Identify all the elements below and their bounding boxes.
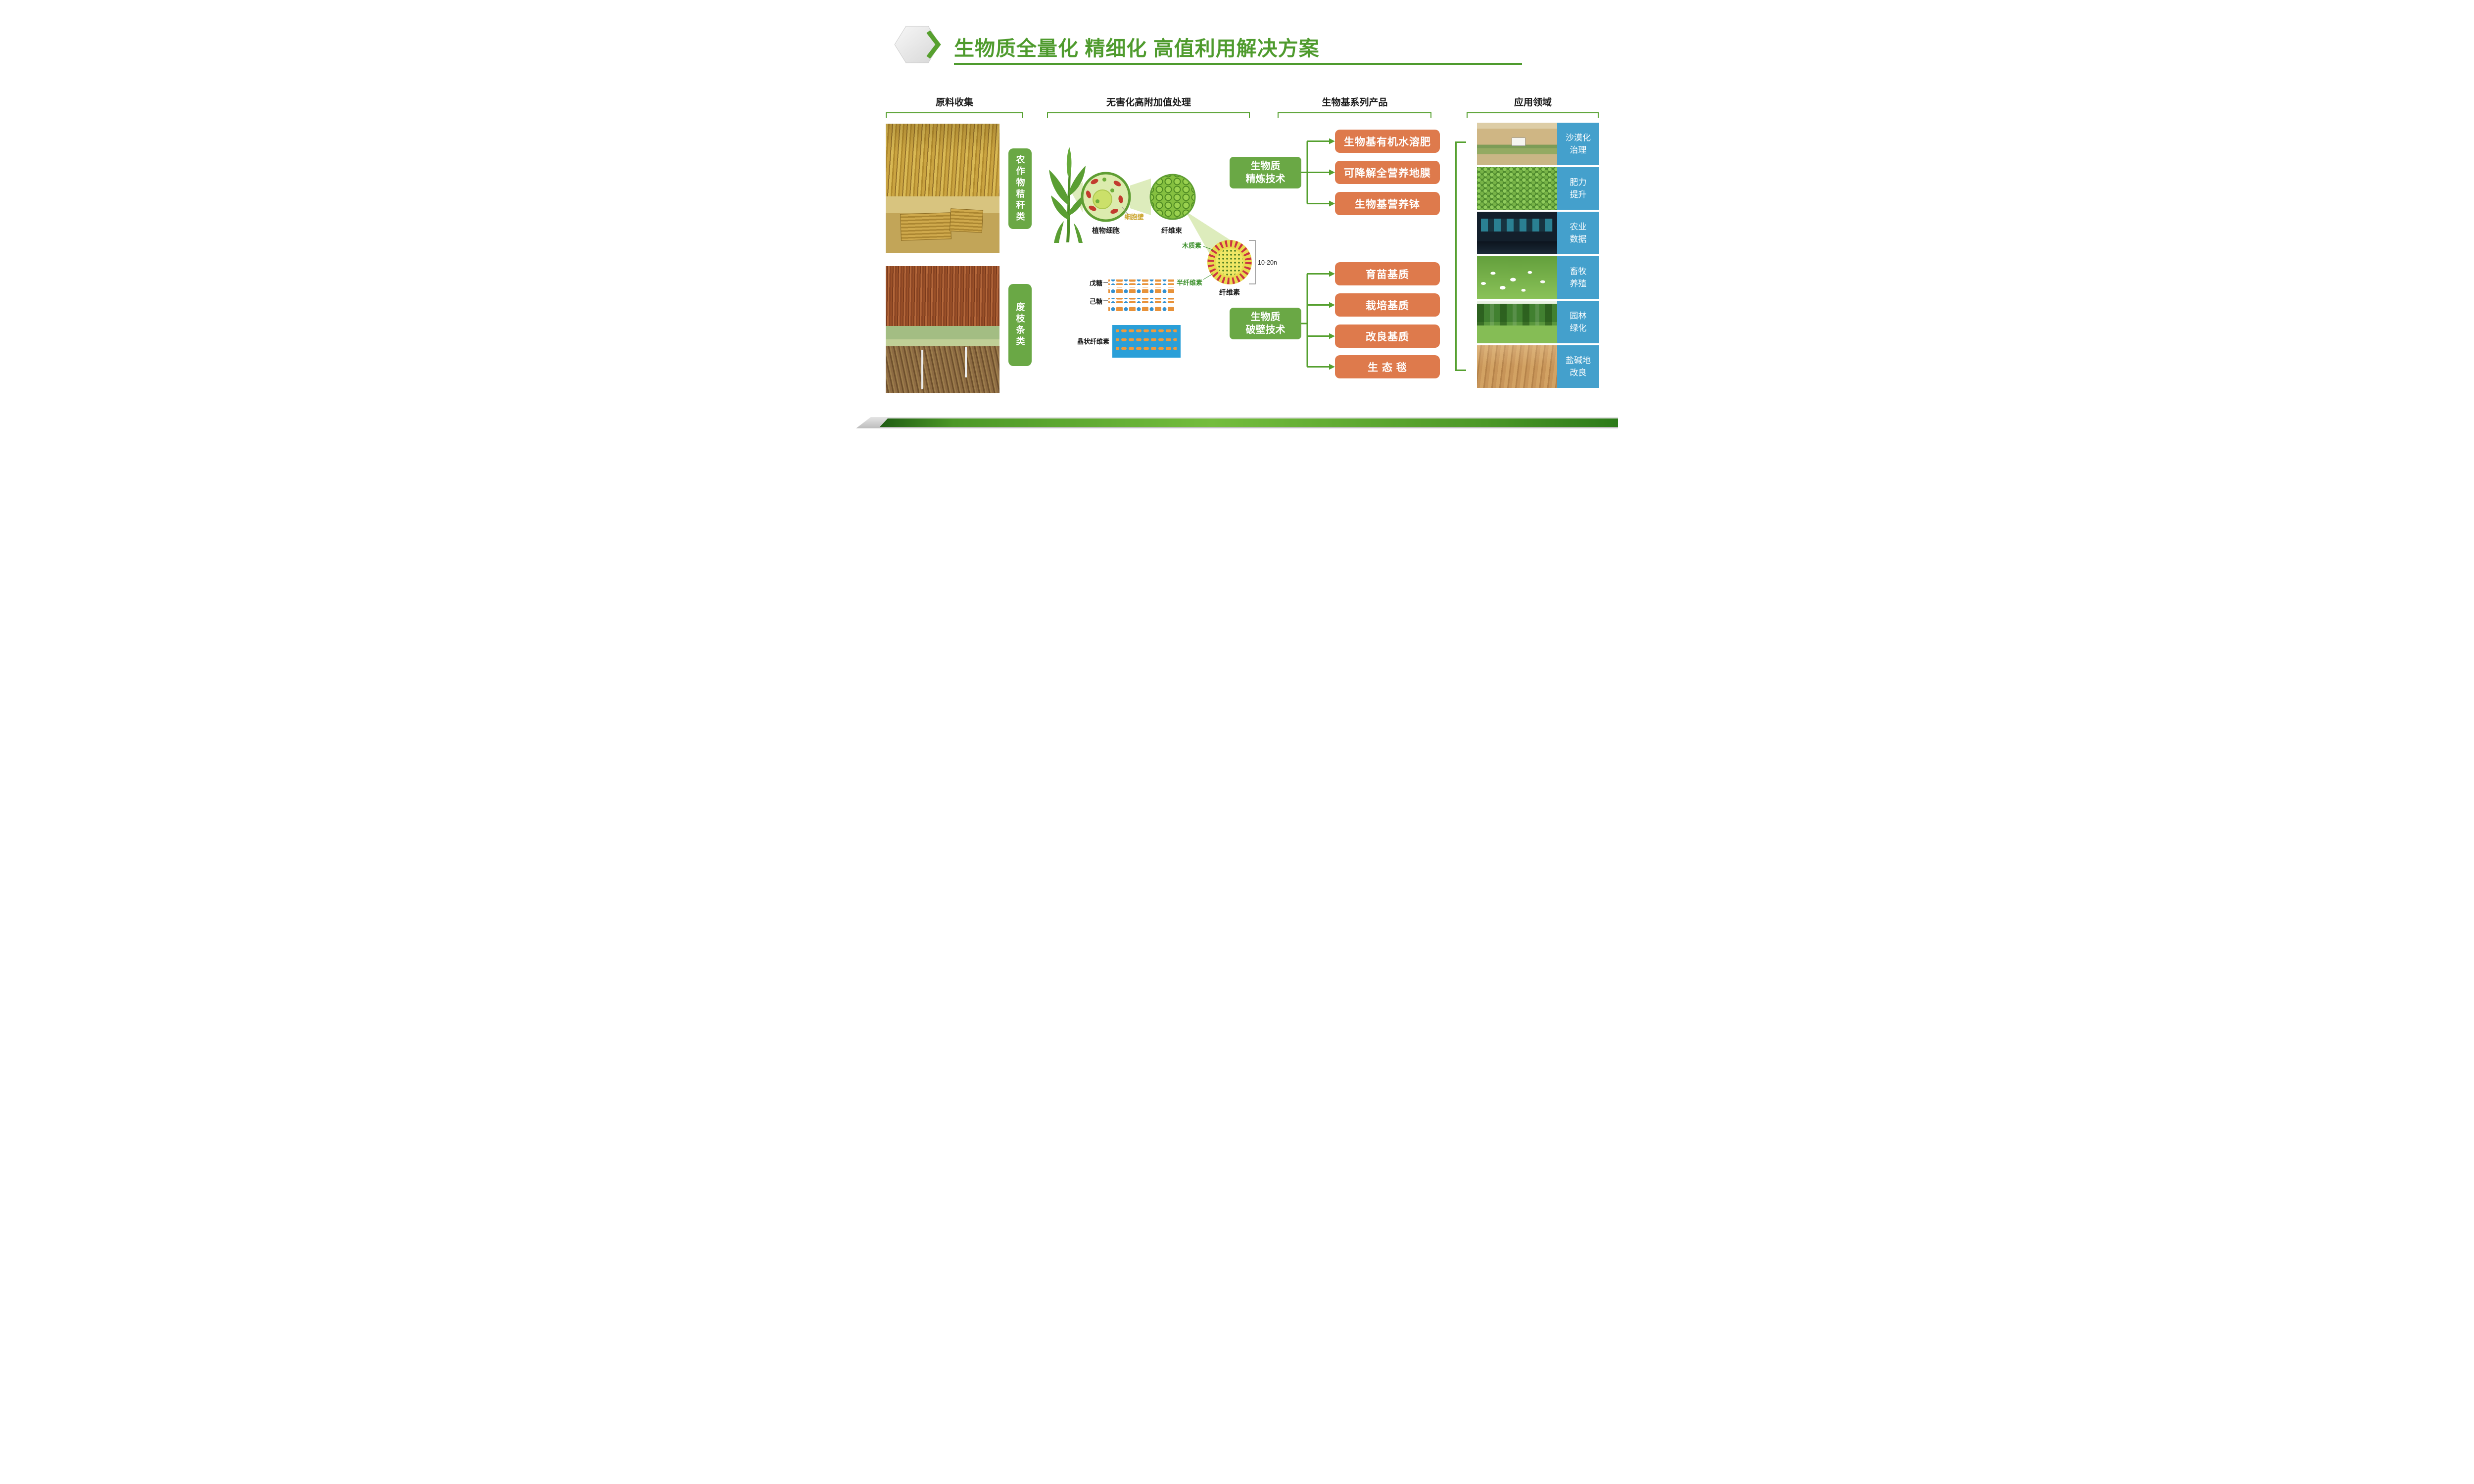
trellis-pole [921,350,923,389]
cell-wall-pointer-line [1122,207,1129,215]
label-waste-branches-category: 废枝条类 [1008,284,1032,366]
app-row-agri-data: 农业 数据 [1477,212,1599,254]
app-label-line: 农业 [1570,222,1587,232]
field-sign [1512,138,1525,146]
app-label-line: 园林 [1570,311,1587,321]
app-row-saline-soil: 盐碱地 改良 [1477,345,1599,388]
app-label-line: 绿化 [1570,324,1587,333]
photo-red-twigs [886,266,999,326]
bracket-collection [886,112,1023,118]
photo-desertification-control [1477,123,1557,165]
product-box-degradable-mulch-film: 可降解全营养地膜 [1335,161,1440,184]
hemicellulose-pointer-line [1203,273,1214,280]
tech-refining-line2: 精炼技术 [1245,174,1285,185]
label-hexose: 己糖 [1090,298,1102,305]
app-label-line: 盐碱地 [1566,355,1591,365]
app-label-line: 沙漠化 [1566,133,1591,142]
straw-bale [949,208,984,233]
beam-cell-to-bundle [1130,179,1151,215]
title-underline [954,63,1522,65]
trellis-pole [965,347,967,377]
pentose-chain [1108,287,1175,293]
page-title: 生物质全量化 精细化 高值利用解决方案 [954,37,1320,60]
column-header-collection: 原料收集 [935,97,973,108]
product-box-seedling-substrate: 育苗基质 [1335,262,1440,285]
label-crop-straw-category: 农作物秸秆类 [1008,148,1032,229]
cellulose-chain [1116,347,1177,351]
label-plant-cell: 植物细胞 [1092,227,1120,234]
label-crystalline-cellulose: 晶状纤维素 [1077,338,1109,345]
bracket-applications [1467,112,1599,118]
tree-canopy [1477,304,1557,325]
column-header-products: 生物基系列产品 [1322,97,1388,108]
app-row-livestock: 畜牧 养殖 [1477,256,1599,299]
label-fiber-bundle: 纤维束 [1161,227,1183,234]
app-label-line: 数据 [1570,234,1587,244]
tech-box-wall-breaking: 生物质 破壁技术 [1230,308,1301,339]
photo-straw-bales [886,196,999,253]
products-to-applications-bracket [1455,141,1466,371]
photo-sheep-pasture [1477,256,1557,299]
cellulose-chain [1116,338,1177,342]
product-box-cultivation-substrate: 栽培基质 [1335,293,1440,317]
photo-data-control-room [1477,212,1557,254]
photo-garden-trees [1477,301,1557,343]
slide: 生物质全量化 精细化 高值利用解决方案 原料收集 无害化高附加值处理 生物基系列… [856,0,1618,428]
product-connectors [1301,138,1335,370]
scale-dimension-bracket [1249,240,1256,284]
tech-refining-line1: 生物质 [1250,161,1281,172]
app-label-line: 治理 [1570,145,1587,155]
cellulose-chain [1116,329,1177,333]
app-label-landscaping: 园林 绿化 [1557,301,1599,343]
app-label-desertification: 沙漠化 治理 [1557,123,1599,165]
console-desks [1477,241,1557,254]
straw-bale [900,212,952,241]
app-label-fertility: 肥力 提升 [1557,167,1599,210]
fiber-bundle-illustration [1149,174,1196,220]
app-label-line: 肥力 [1570,177,1587,187]
data-screen [1481,219,1553,232]
pentose-chain [1108,279,1175,285]
app-label-livestock: 畜牧 养殖 [1557,256,1599,299]
app-label-line: 养殖 [1570,279,1587,288]
hexagon-logo-icon [894,26,941,63]
photo-pruned-branches [886,326,999,393]
column-header-applications: 应用领域 [1514,97,1552,108]
label-hemicellulose: 半纤维素 [1177,279,1202,286]
processing-diagram: 植物细胞 细胞壁 纤维束 木质素 半纤维素 纤维素 10-20nm 戊糖 己糖 … [1049,147,1277,358]
label-cell-wall: 细胞壁 [1124,213,1143,221]
app-label-line: 提升 [1570,190,1587,199]
arrow-heads [1329,138,1335,370]
label-fiber-scale: 10-20nm [1258,259,1277,266]
photo-vegetable-field [1477,167,1557,210]
bracket-processing [1047,112,1250,118]
photo-saline-soil [1477,345,1557,388]
product-box-nutrition-pot: 生物基营养钵 [1335,192,1440,215]
tech-breaking-line2: 破壁技术 [1245,325,1285,335]
fiber-cross-section [1207,240,1252,284]
app-label-line: 改良 [1570,368,1587,377]
lignin-pointer-line [1203,246,1213,250]
label-lignin: 木质素 [1182,242,1201,249]
column-header-processing: 无害化高附加值处理 [1106,97,1191,108]
photo-corn-stalks [886,124,999,196]
label-pentose: 戊糖 [1089,279,1102,287]
app-row-desertification: 沙漠化 治理 [1477,123,1599,165]
app-row-landscaping: 园林 绿化 [1477,301,1599,343]
product-box-improved-substrate: 改良基质 [1335,325,1440,348]
app-label-line: 畜牧 [1570,266,1587,276]
tech-box-refining: 生物质 精炼技术 [1230,157,1301,188]
app-row-fertility: 肥力 提升 [1477,167,1599,210]
product-box-water-soluble-fertilizer: 生物基有机水溶肥 [1335,130,1440,153]
label-cellulose: 纤维素 [1219,288,1240,296]
product-box-ecological-blanket: 生 态 毯 [1335,355,1440,378]
tech-breaking-line1: 生物质 [1250,312,1281,323]
bottom-ribbon-green [880,418,1618,427]
app-label-saline-soil: 盐碱地 改良 [1557,345,1599,388]
hexose-chain [1108,298,1175,303]
bracket-products [1278,112,1431,118]
hexose-chain [1108,306,1175,311]
plant-cell-illustration [1081,172,1131,222]
app-label-agri-data: 农业 数据 [1557,212,1599,254]
